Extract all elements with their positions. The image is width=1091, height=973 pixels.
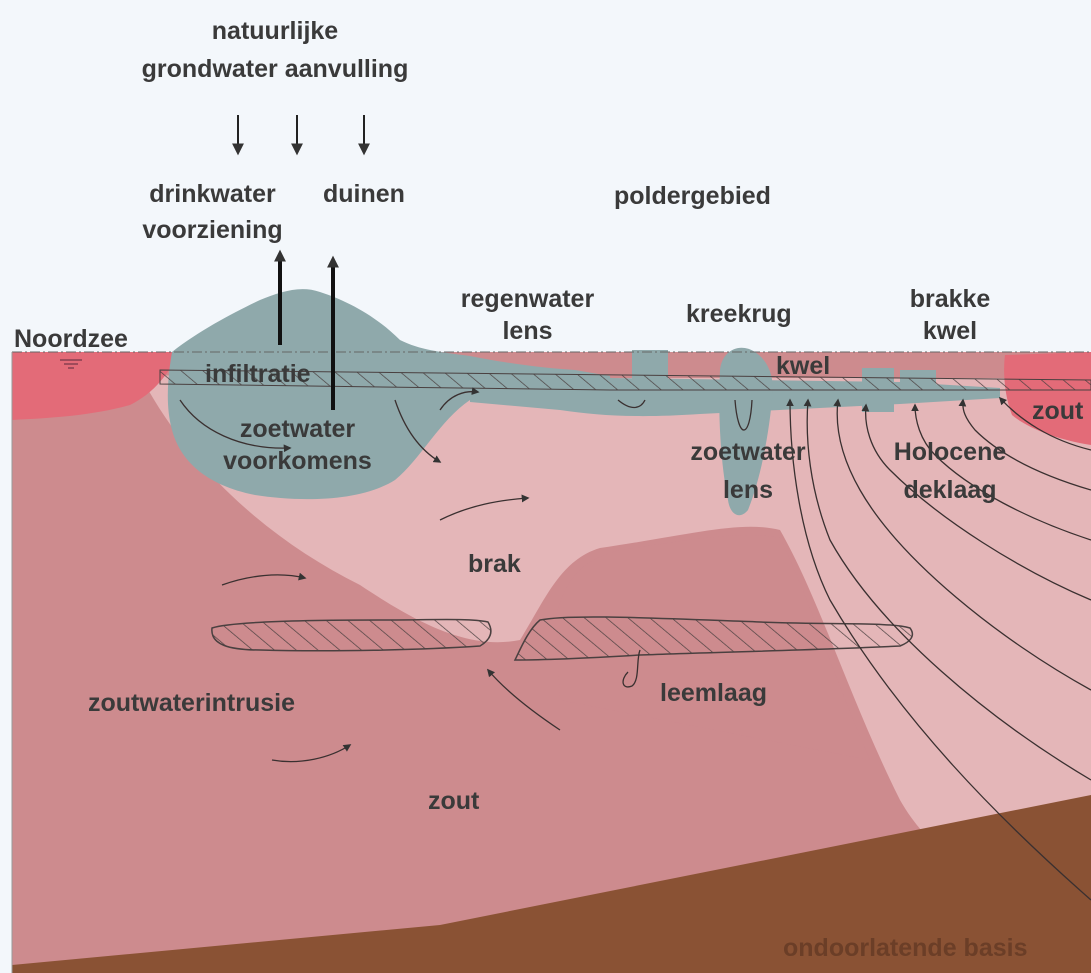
rainwater-lens-label: regenwater lens: [440, 283, 615, 347]
seepage-label: kwel: [776, 350, 830, 382]
salt-right-label: zout: [1032, 395, 1083, 427]
holocene-cover-line1: Holocene: [885, 436, 1015, 468]
impermeable-base-label: ondoorlatende basis: [783, 932, 1027, 964]
fresh-water-lens-line1: zoetwater: [668, 436, 828, 468]
brackish-seepage-label-line1: brakke: [895, 283, 1005, 315]
drinking-water-label: drinkwater voorziening: [120, 178, 305, 246]
rainwater-lens-label-line1: regenwater: [440, 283, 615, 315]
holocene-cover-label: Holocene deklaag: [885, 436, 1015, 506]
salt-water-intrusion-label: zoutwaterintrusie: [88, 687, 295, 719]
fresh-water-occurrence-label: zoetwater voorkomens: [200, 413, 395, 477]
fresh-water-lens-label: zoetwater lens: [668, 436, 828, 506]
infiltration-label: infiltratie: [205, 358, 311, 390]
fresh-water-occurrence-line2: voorkomens: [200, 445, 395, 477]
recharge-label: natuurlijke grondwater aanvulling: [110, 15, 440, 85]
north-sea-label: Noordzee: [14, 323, 128, 355]
fresh-water-occurrence-line1: zoetwater: [200, 413, 395, 445]
rainwater-lens-label-line2: lens: [440, 315, 615, 347]
salt-label: zout: [428, 785, 479, 817]
drinking-water-label-line1: drinkwater: [120, 178, 305, 210]
brackish-seepage-label: brakke kwel: [895, 283, 1005, 347]
drinking-water-label-line2: voorziening: [120, 214, 305, 246]
fresh-water-lens-line2: lens: [668, 474, 828, 506]
recharge-label-line1: natuurlijke: [110, 15, 440, 47]
polder-area-label: poldergebied: [614, 180, 771, 212]
loam-layer-left: [212, 620, 491, 651]
creek-ridge-label: kreekrug: [686, 298, 792, 330]
loam-layer-label: leemlaag: [660, 677, 767, 709]
holocene-cover-line2: deklaag: [885, 474, 1015, 506]
dunes-label: duinen: [323, 178, 405, 210]
recharge-label-line2: grondwater aanvulling: [110, 53, 440, 85]
brackish-seepage-label-line2: kwel: [895, 315, 1005, 347]
brackish-label: brak: [468, 548, 521, 580]
